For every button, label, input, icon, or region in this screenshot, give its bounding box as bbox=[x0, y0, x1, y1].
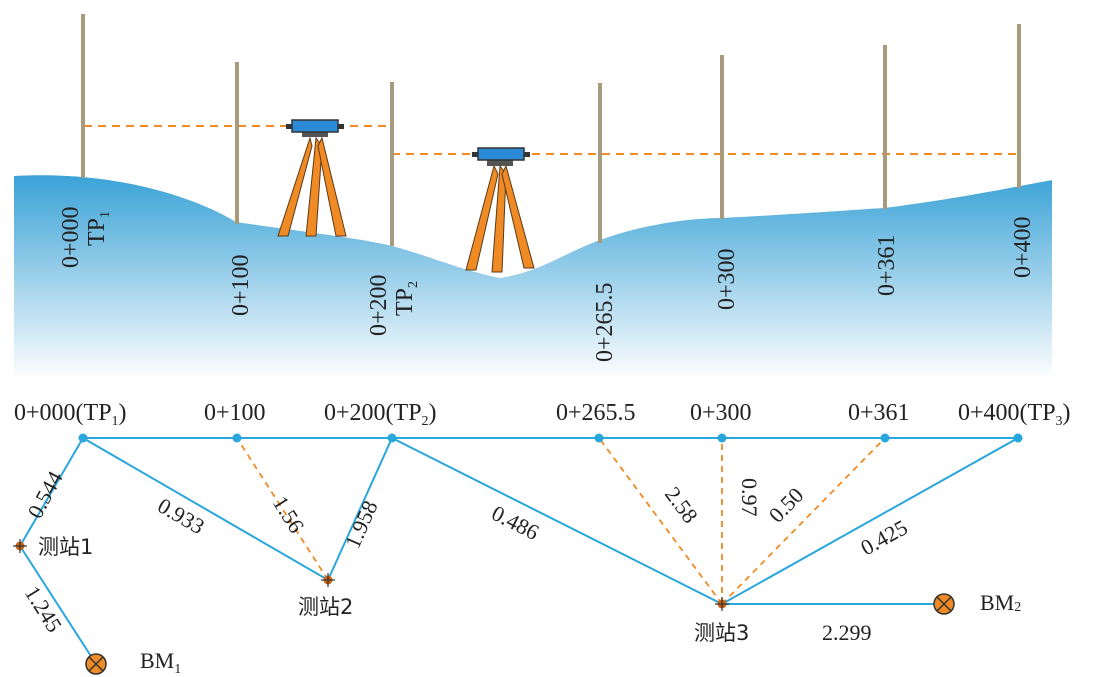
profile-stake-label: 0+000 bbox=[58, 206, 84, 268]
staff-0-265-5 bbox=[598, 83, 602, 243]
sight-2-tp1 bbox=[82, 437, 329, 581]
plan-point-labels: 0+000(TP1) 0+100 0+200(TP2) 0+265.5 0+30… bbox=[14, 400, 1071, 429]
profile-stake-label: 0+361 bbox=[874, 234, 900, 296]
profile-stake-label: 0+200 bbox=[366, 274, 392, 336]
plan-label-0-300: 0+300 bbox=[690, 400, 752, 426]
point-0-200 bbox=[387, 433, 397, 443]
profile-stake-label: 0+400 bbox=[1010, 216, 1036, 278]
reading-0-544: 0.544 bbox=[22, 467, 67, 522]
profile-tp-label: TP1 bbox=[84, 211, 113, 246]
benchmark-label-1: BM1 bbox=[140, 648, 181, 677]
plan-points bbox=[78, 433, 1023, 443]
profile-stake-label: 0+265.5 bbox=[592, 282, 618, 362]
reading-labels: 0.544 1.245 0.933 1.56 1.958 0.486 2.58 … bbox=[20, 467, 912, 645]
reading-0-933: 0.933 bbox=[154, 493, 209, 539]
plan-label-0-361: 0+361 bbox=[848, 400, 910, 426]
level-instrument-1 bbox=[277, 119, 347, 237]
staff-0-361 bbox=[883, 45, 887, 209]
station-label-1: 测站1 bbox=[38, 535, 93, 559]
reading-0-50: 0.50 bbox=[764, 482, 809, 527]
sight-1-bm1 bbox=[19, 545, 97, 665]
plan-label-0-000: 0+000(TP1) bbox=[14, 400, 127, 429]
ground-profile bbox=[14, 175, 1052, 380]
station-label-2: 测站2 bbox=[298, 595, 353, 619]
station-marker-2 bbox=[321, 573, 335, 587]
staff-0-000 bbox=[81, 14, 85, 178]
plan-label-0-400: 0+400(TP3) bbox=[958, 400, 1071, 429]
station-marker-1 bbox=[13, 539, 27, 553]
sight-3-tp3 bbox=[721, 437, 1019, 605]
profile-stake-label: 0+100 bbox=[228, 254, 254, 316]
reading-1-958: 1.958 bbox=[340, 497, 383, 552]
level-instrument-2 bbox=[465, 147, 535, 273]
sight-2-tp2 bbox=[327, 437, 393, 581]
reading-1-56: 1.56 bbox=[268, 491, 310, 537]
staff-0-100 bbox=[235, 62, 239, 224]
point-0-100 bbox=[232, 433, 242, 443]
staff-0-200 bbox=[390, 82, 394, 246]
reading-0-97: 0.97 bbox=[737, 478, 762, 517]
plan-label-0-265-5: 0+265.5 bbox=[556, 400, 636, 426]
staff-0-300 bbox=[720, 55, 724, 219]
reading-0-486: 0.486 bbox=[488, 500, 543, 545]
sight-3-0-361 bbox=[721, 437, 886, 605]
point-0-000 bbox=[78, 433, 88, 443]
point-0-400 bbox=[1013, 433, 1023, 443]
station-label-3: 测站3 bbox=[694, 621, 749, 645]
benchmark-symbol-1 bbox=[85, 653, 107, 675]
staff-0-400 bbox=[1017, 24, 1021, 188]
point-0-265-5 bbox=[594, 433, 604, 443]
profile-tp-label: TP2 bbox=[392, 281, 421, 316]
profile-stake-label: 0+300 bbox=[714, 248, 740, 310]
sight-1-tp1 bbox=[19, 437, 84, 547]
point-0-361 bbox=[880, 433, 890, 443]
station-marker-3 bbox=[715, 597, 729, 611]
plan-label-0-200: 0+200(TP2) bbox=[324, 400, 437, 429]
reading-2-58: 2.58 bbox=[660, 482, 703, 528]
benchmark-symbol-2 bbox=[933, 593, 955, 615]
plan-section: 0+000(TP1) 0+100 0+200(TP2) 0+265.5 0+30… bbox=[13, 400, 1071, 677]
plan-label-0-100: 0+100 bbox=[204, 400, 266, 426]
reading-0-425: 0.425 bbox=[856, 515, 911, 561]
benchmark-label-2: BM2 bbox=[980, 590, 1021, 615]
point-0-300 bbox=[717, 433, 727, 443]
sight-3-0-265-5 bbox=[598, 437, 723, 605]
reading-2-299: 2.299 bbox=[822, 620, 872, 645]
sight-3-tp2 bbox=[391, 437, 723, 605]
